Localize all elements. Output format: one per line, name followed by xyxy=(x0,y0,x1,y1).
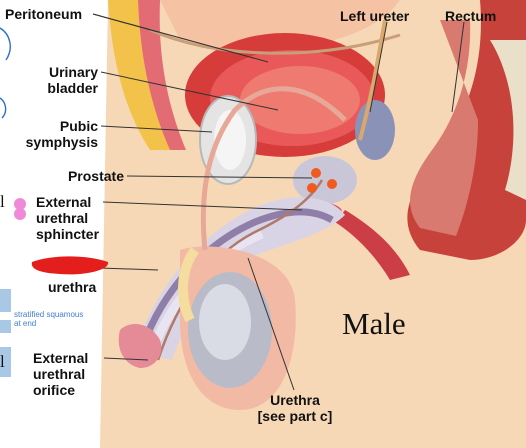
note-box xyxy=(0,289,11,312)
text-fragment: l xyxy=(0,192,5,211)
label-spongy-urethra: urethra xyxy=(48,279,97,295)
marker-dot xyxy=(327,179,337,189)
abdominal-fat xyxy=(108,0,170,150)
pen-mark xyxy=(0,27,11,61)
note-box xyxy=(0,320,11,333)
left-ureter xyxy=(358,19,387,141)
sacrum xyxy=(490,40,526,200)
pink-marker xyxy=(14,198,26,210)
glans xyxy=(118,324,162,368)
label-rectum: Rectum xyxy=(445,8,497,24)
label-urethra: Urethra[see part c] xyxy=(257,392,333,424)
urethra xyxy=(156,179,324,361)
abdominal-muscle xyxy=(138,0,186,150)
pink-marker xyxy=(14,208,26,220)
label-peritoneum: Peritoneum xyxy=(5,6,83,22)
pen-mark xyxy=(0,97,7,119)
text-fragment: l xyxy=(0,352,5,371)
marker-dot xyxy=(307,183,317,193)
note-box xyxy=(0,347,11,377)
redaction-scribble xyxy=(31,256,109,275)
label-prostate: Prostate xyxy=(67,168,124,184)
label-left-ureter: Left ureter xyxy=(340,8,410,24)
marker-dot xyxy=(311,168,321,178)
annotation-male: Male xyxy=(342,306,406,341)
label-external-urethral-sphincter: External urethral sphincter xyxy=(36,194,100,242)
label-external-urethral-orifice: External urethral orifice xyxy=(33,350,89,398)
prostate xyxy=(293,156,357,204)
